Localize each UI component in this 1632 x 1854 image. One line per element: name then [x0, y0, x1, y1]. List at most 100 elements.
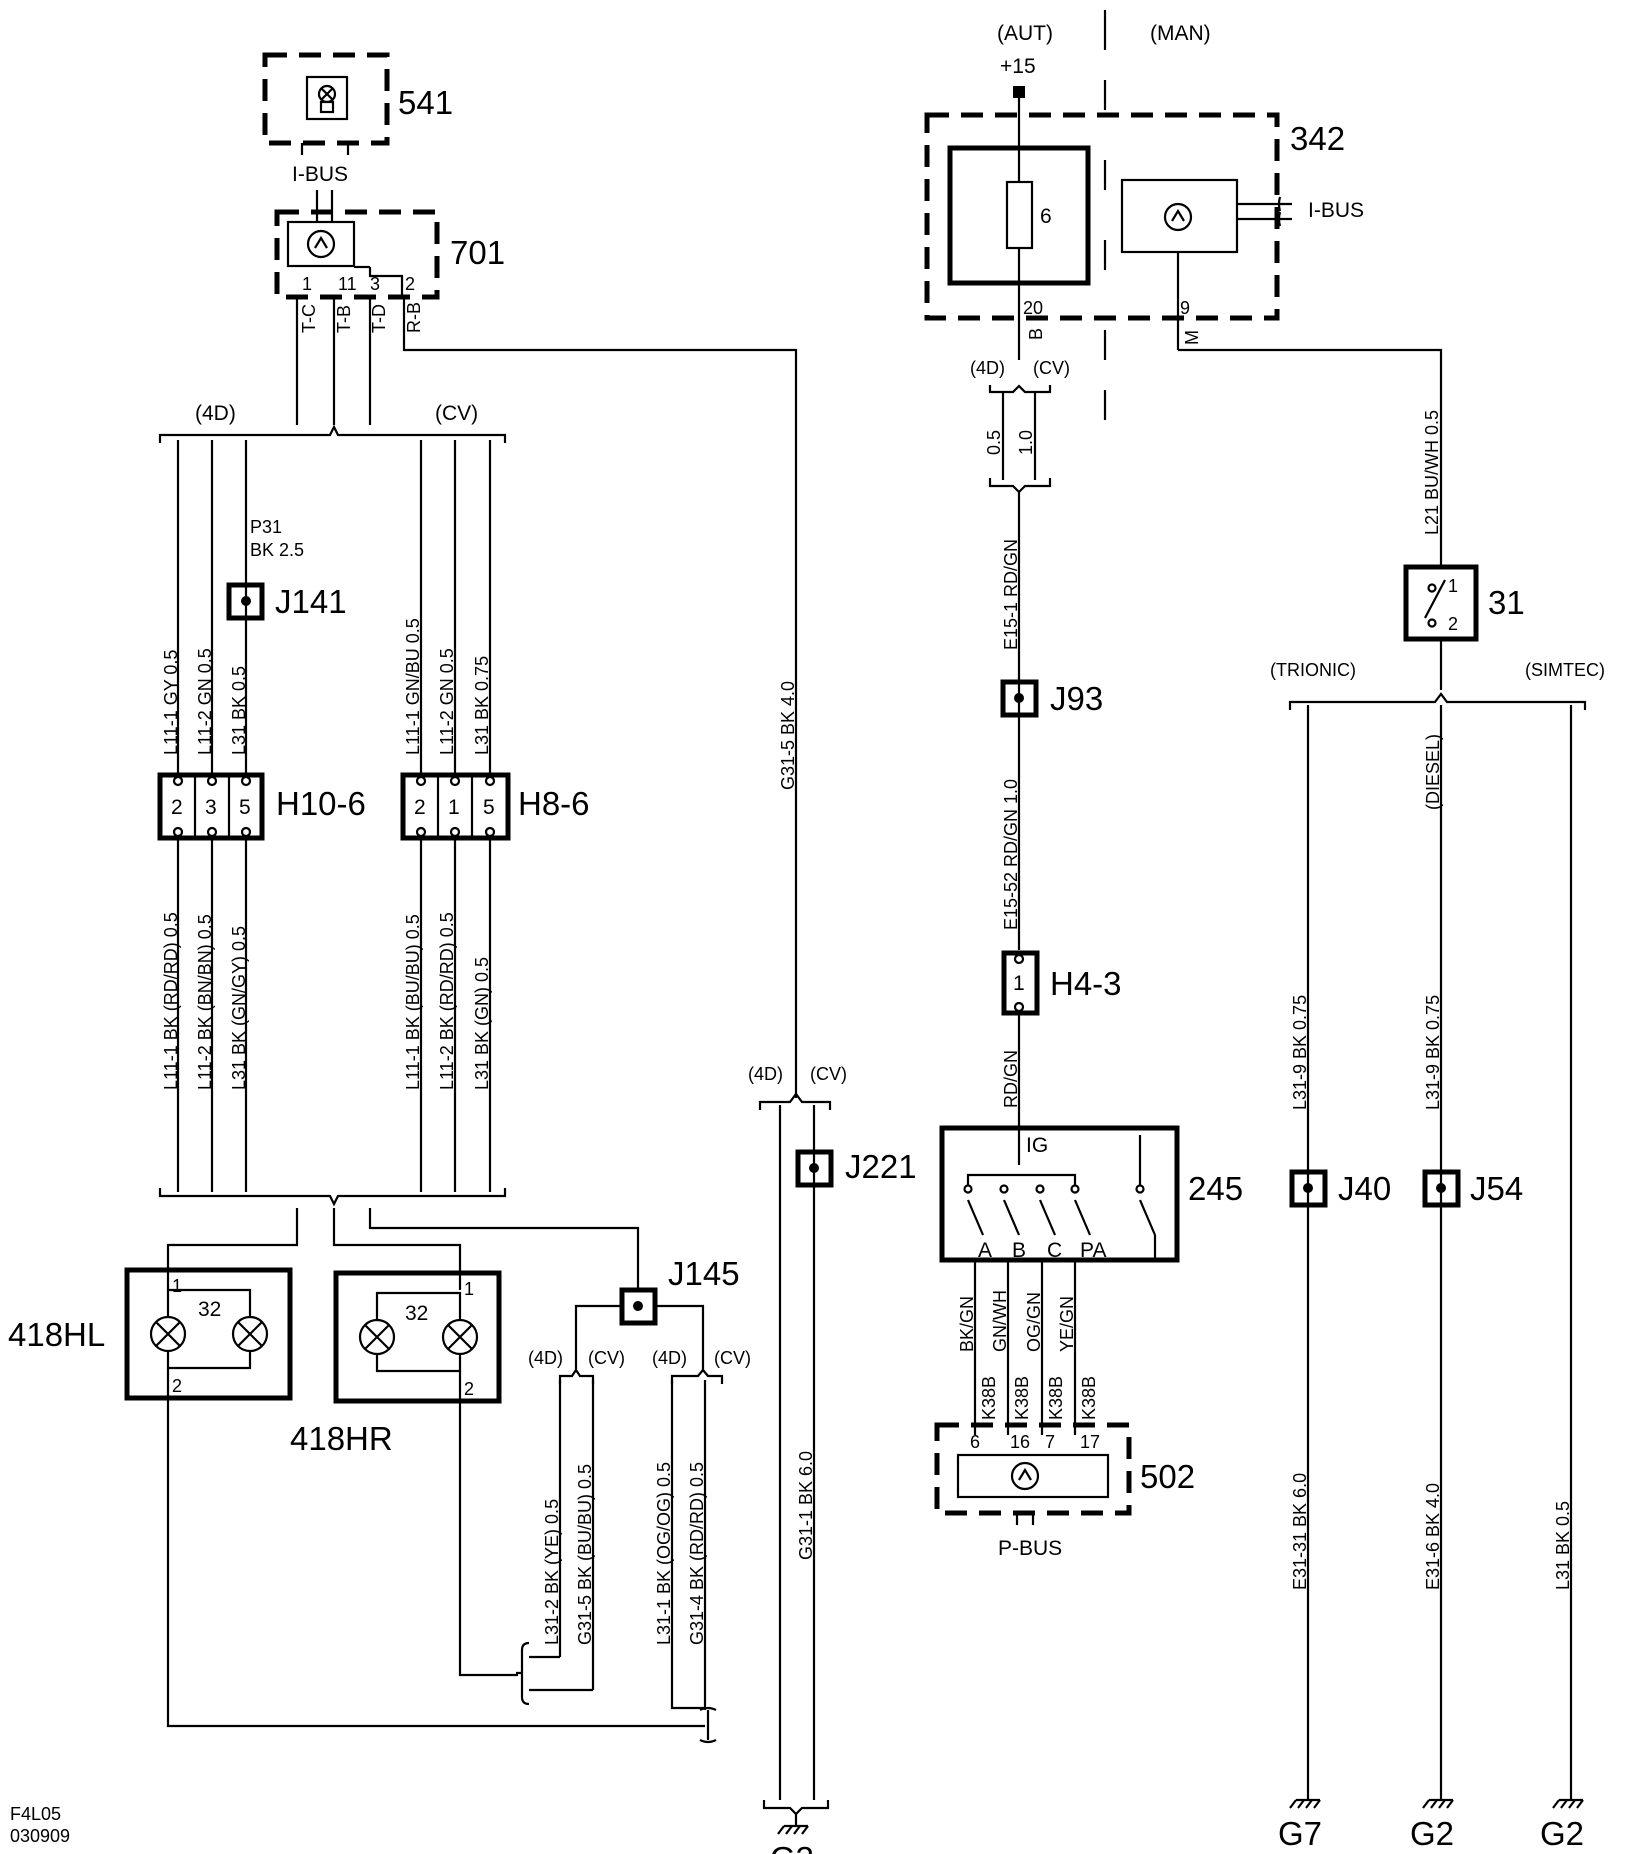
- footer: F4L05 030909: [10, 1804, 70, 1846]
- lamp-count-418hl: 32: [198, 1298, 221, 1321]
- wires-701: [295, 297, 798, 1098]
- component-541: 541 I-BUS: [262, 52, 453, 186]
- label-j141: J141: [275, 583, 347, 620]
- label-ibus-541: I-BUS: [292, 163, 348, 186]
- label-j145: J145: [668, 1255, 740, 1292]
- pin-502-16: 16: [1010, 1432, 1030, 1452]
- wire-l111-bubu: L11-1 BK (BU/BU) 0.5: [403, 914, 423, 1090]
- label-j93: J93: [1050, 680, 1103, 717]
- label-418hl: 418HL: [8, 1316, 105, 1353]
- wire-g315: G31-5 BK 4.0: [778, 681, 798, 790]
- lamp-418hr: 1 2 32 418HR: [290, 1270, 502, 1457]
- variant-simtec: (SIMTEC): [1525, 660, 1605, 680]
- switch-245: IG A B C PA 245 BK/GN GN/WH OG/GN YE/GN …: [939, 1125, 1243, 1435]
- label-g2-a: G2: [1410, 1815, 1454, 1852]
- label-31: 31: [1488, 584, 1525, 621]
- wire-l112-gn-cv: L11-2 GN 0.5: [437, 648, 457, 755]
- label-502: 502: [1140, 1458, 1195, 1495]
- variant-trionic: (TRIONIC): [1270, 660, 1356, 680]
- label-ig: IG: [1026, 1134, 1048, 1157]
- pin-502-7: 7: [1045, 1432, 1055, 1452]
- wire-labels-lower-left: L11-1 BK (RD/RD) 0.5 L11-2 BK (BN/BN) 0.…: [161, 912, 492, 1090]
- pin-31-1: 1: [1448, 576, 1458, 596]
- pin-245-pa: PA: [1080, 1239, 1106, 1262]
- wire-l111-gnbu: L11-1 GN/BU 0.5: [403, 618, 423, 755]
- junction-j145: J145 (4D) (CV) (4D) (CV) L31-2 BK (YE) 0…: [528, 1255, 751, 1710]
- h10-pin-3: 3: [205, 796, 217, 819]
- wire-g314-rdrd: G31-4 BK (RD/RD) 0.5: [687, 1462, 707, 1645]
- wire-p31: P31: [250, 517, 282, 537]
- label-g7: G7: [1278, 1815, 1322, 1852]
- control-module-icon: [1163, 202, 1193, 232]
- pin-502-17: 17: [1080, 1432, 1100, 1452]
- wire-l112-gn: L11-2 GN 0.5: [195, 648, 215, 755]
- label-j221: J221: [845, 1148, 917, 1185]
- k38b-17: K38B: [1079, 1376, 1099, 1420]
- label-h10-6: H10-6: [276, 785, 366, 822]
- pin-245-a: A: [978, 1239, 992, 1262]
- label-plus15: +15: [1000, 55, 1036, 78]
- variant-4d-j145b: (4D): [652, 1348, 687, 1368]
- control-module-icon: [306, 229, 336, 259]
- wire-245-b: GN/WH: [990, 1290, 1010, 1352]
- bracket-bottom-left: [158, 1188, 640, 1290]
- variant-diesel: (DIESEL): [1423, 734, 1443, 810]
- wire-l111-rdrd: L11-1 BK (RD/RD) 0.5: [161, 912, 181, 1090]
- h10-pin-2: 2: [171, 796, 183, 819]
- wire-l31-gngy: L31 BK (GN/GY) 0.5: [229, 926, 249, 1090]
- wire-rdgn: RD/GN: [1001, 1050, 1021, 1108]
- wire-05: 0.5: [984, 430, 1004, 455]
- wire-l112-rdrd: L11-2 BK (RD/RD) 0.5: [437, 912, 457, 1090]
- variant-cv-g3: (CV): [810, 1064, 847, 1084]
- wire-l111-gy: L11-1 GY 0.5: [161, 650, 181, 755]
- pin-701-1: 1: [302, 274, 312, 294]
- label-418hr: 418HR: [290, 1420, 393, 1457]
- pin-342-m-label: M: [1182, 330, 1202, 345]
- label-aut: (AUT): [997, 22, 1053, 45]
- wire-l31-bk: L31 BK 0.5: [229, 666, 249, 755]
- label-h4-3: H4-3: [1050, 965, 1122, 1002]
- footer-code: F4L05: [10, 1804, 61, 1824]
- pin-418hr-1: 1: [464, 1279, 474, 1299]
- pin-418hl-1: 1: [172, 1276, 182, 1296]
- header-aut-man: (AUT) (MAN) +15: [997, 10, 1211, 148]
- variant-4d-j145a: (4D): [528, 1348, 563, 1368]
- wire-l319-a: L31-9 BK 0.75: [1290, 995, 1310, 1110]
- pin-31-2: 2: [1448, 614, 1458, 634]
- connector-h10-6: 2 3 5 H10-6: [157, 772, 366, 841]
- junction-j141: P31 BK 2.5 J141: [226, 517, 347, 621]
- connector-h8-6: 2 1 5 H8-6: [400, 772, 590, 841]
- h10-pin-5: 5: [239, 796, 251, 819]
- wire-10: 1.0: [1016, 430, 1036, 455]
- component-342: 6 I-BUS 342 20 9 B M: [924, 112, 1364, 420]
- wire-l312-ye: L31-2 BK (YE) 0.5: [542, 1499, 562, 1645]
- pin-342-9: 9: [1180, 298, 1190, 318]
- h8-pin-2: 2: [414, 796, 426, 819]
- pin-701-label-tc: T-C: [299, 304, 319, 333]
- fuse-number: 6: [1040, 205, 1052, 228]
- h8-pin-5: 5: [483, 796, 495, 819]
- variant-4d-feed: (4D): [970, 358, 1005, 378]
- label-245: 245: [1188, 1170, 1243, 1207]
- control-module-icon: [1010, 1461, 1040, 1491]
- variant-cv-top: (CV): [435, 402, 478, 425]
- wire-l31-last: L31 BK 0.5: [1553, 1501, 1573, 1590]
- wire-l21: L21 BU/WH 0.5: [1422, 410, 1442, 535]
- h8-pin-1: 1: [448, 796, 460, 819]
- label-j54: J54: [1470, 1170, 1523, 1207]
- wire-g315-bubu: G31-5 BK (BU/BU) 0.5: [575, 1464, 595, 1645]
- pin-418hl-2: 2: [172, 1376, 182, 1396]
- pin-701-11: 11: [338, 274, 357, 294]
- wire-g311: G31-1 BK 6.0: [796, 1451, 816, 1560]
- label-man: (MAN): [1150, 22, 1211, 45]
- label-g2-b: G2: [1540, 1815, 1584, 1852]
- label-pbus: P-BUS: [998, 1537, 1062, 1560]
- wire-e3131: E31-31 BK 6.0: [1290, 1473, 1310, 1590]
- pin-342-20: 20: [1023, 298, 1043, 318]
- pin-342-b-label: B: [1026, 328, 1046, 340]
- footer-date: 030909: [10, 1826, 70, 1846]
- feed-4d-cv: (4D) (CV) 0.5 1.0 E15-1 RD/GN: [970, 358, 1070, 950]
- pin-701-label-td: T-D: [369, 304, 389, 333]
- wire-p31-size: BK 2.5: [250, 540, 304, 560]
